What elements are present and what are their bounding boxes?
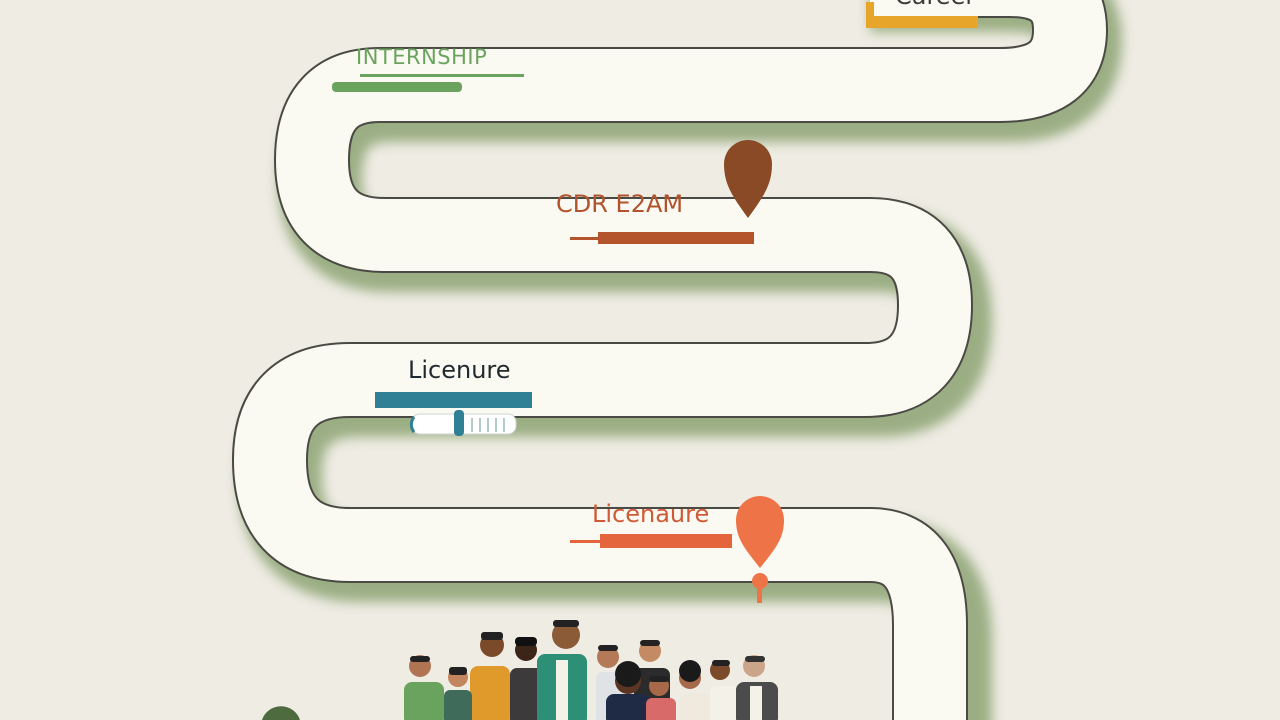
career-label: Career bbox=[895, 0, 975, 10]
person bbox=[736, 655, 778, 720]
stage-licensure-1: Licenure bbox=[375, 356, 532, 436]
stage-cdr-exam: CDR E2AM bbox=[556, 140, 772, 244]
licensure-2-pin-dot bbox=[752, 573, 768, 589]
person bbox=[710, 660, 740, 720]
licensure-1-marker-bar bbox=[375, 392, 532, 408]
person bbox=[537, 620, 587, 720]
person bbox=[679, 660, 712, 720]
stage-career: Career bbox=[866, 0, 978, 28]
person bbox=[510, 637, 544, 720]
stage-internship: INTERNSHIP bbox=[332, 45, 524, 92]
licensure-2-pin-icon bbox=[736, 496, 784, 568]
road-path bbox=[234, 0, 1106, 720]
cdr-exam-label: CDR E2AM bbox=[556, 190, 683, 218]
licensure-2-pin-stem bbox=[757, 585, 762, 603]
internship-underline bbox=[360, 74, 524, 77]
career-marker-bar bbox=[866, 16, 978, 28]
internship-marker-bar bbox=[332, 82, 462, 92]
people-group-illustration bbox=[404, 620, 778, 720]
licensure-2-marker-tick bbox=[570, 540, 600, 543]
green-pin-icon bbox=[262, 706, 300, 720]
person bbox=[470, 632, 510, 720]
stage-licensure-2: Licenaure bbox=[570, 496, 784, 603]
career-marker-post bbox=[866, 2, 874, 20]
person bbox=[444, 667, 472, 720]
licensure-2-marker-bar bbox=[600, 534, 732, 548]
person bbox=[646, 676, 676, 720]
cdr-pin-icon bbox=[724, 140, 772, 218]
licensure-1-label: Licenure bbox=[408, 356, 511, 384]
cdr-marker-bar bbox=[598, 232, 754, 244]
person bbox=[606, 661, 650, 720]
internship-label: INTERNSHIP bbox=[356, 45, 487, 69]
licensure-2-label: Licenaure bbox=[592, 500, 709, 528]
cdr-marker-tick bbox=[570, 237, 598, 240]
licensure-1-document-icon bbox=[409, 410, 517, 436]
person bbox=[404, 655, 444, 720]
